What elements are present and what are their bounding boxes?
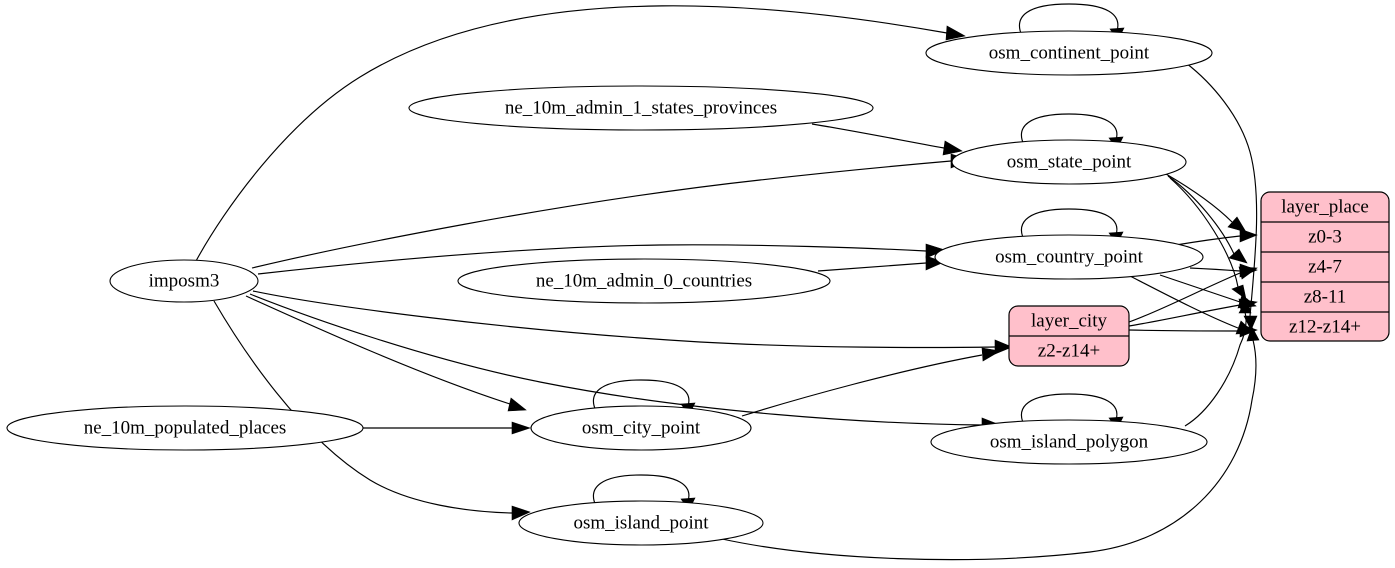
- node-label-osm_country_point: osm_country_point: [995, 246, 1143, 267]
- node-label-ne_10m_populated_places: ne_10m_populated_places: [84, 417, 287, 438]
- record-node-layer_place[interactable]: layer_place z0-3 z4-7 z8-11 z12-z14+: [1260, 191, 1390, 342]
- node-shape-ne_10m_admin_1_states_provinces[interactable]: [408, 85, 874, 131]
- edge-osm_country_point-to-layer_place-z8: [1159, 274, 1241, 303]
- node-label-osm_island_polygon: osm_island_polygon: [990, 431, 1149, 452]
- arrowhead-osm_city_point-layer_city: [981, 347, 1001, 362]
- node-osm_continent_point[interactable]: osm_continent_point: [925, 30, 1213, 76]
- node-osm_country_point[interactable]: osm_country_point: [934, 234, 1204, 280]
- edge-selfloop-osm_island_point: [592, 474, 690, 507]
- node-label-osm_city_point: osm_city_point: [582, 417, 701, 438]
- edge-layer_city-to-layer_place-z8: [1128, 304, 1241, 327]
- edge-osm_continent_point-to-layer_place-z12: [1185, 62, 1258, 317]
- edge-osm_country_point-to-layer_place-z4: [1189, 267, 1241, 272]
- edge-imposm3-to-osm_country_point: [257, 244, 927, 275]
- node-label-ne_10m_admin_1_states_provinces: ne_10m_admin_1_states_provinces: [505, 97, 777, 118]
- record-row-layer_place-header: layer_place: [1281, 196, 1369, 217]
- record-node-layer_city[interactable]: layer_city z2-z14+: [1008, 305, 1130, 367]
- arrowhead-ne_populated-osm_city_point: [511, 421, 531, 435]
- node-label-osm_continent_point: osm_continent_point: [989, 42, 1150, 63]
- edge-selfloop-osm_continent_point: [1018, 3, 1119, 37]
- node-osm_island_polygon[interactable]: osm_island_polygon: [930, 419, 1208, 465]
- edge-osm_country_point-to-layer_place-z12: [1129, 275, 1239, 329]
- arrowhead-imposm3-osm_continent_point: [945, 25, 966, 41]
- arrowhead-osm_island_point-layer_place-z12: [1246, 326, 1260, 342]
- edge-ne_admin1-to-osm_state_point: [811, 123, 945, 149]
- edge-osm_island_point-to-layer_place-z12: [721, 339, 1257, 561]
- node-layer: imposm3 ne_10m_admin_1_states_provinces …: [6, 30, 1390, 546]
- edge-imposm3-to-layer_city: [252, 290, 996, 349]
- arrowhead-layer_city-layer_place-z4: [1238, 266, 1258, 280]
- node-osm_island_point[interactable]: osm_island_point: [518, 500, 764, 546]
- node-shape-osm_island_polygon[interactable]: [930, 419, 1208, 465]
- node-shape-osm_country_point[interactable]: [934, 234, 1204, 280]
- node-imposm3[interactable]: imposm3: [109, 259, 259, 303]
- edge-layer_city-to-layer_place-z12: [1128, 329, 1241, 332]
- node-ne_10m_admin_1_states_provinces[interactable]: ne_10m_admin_1_states_provinces: [408, 85, 874, 131]
- node-shape-ne_10m_populated_places[interactable]: [6, 405, 364, 451]
- arrowhead-imposm3-layer_city: [994, 339, 1013, 355]
- edge-osm_island_polygon-to-layer_place-z8: [1184, 311, 1247, 427]
- node-shape-osm_city_point[interactable]: [530, 405, 752, 451]
- edge-selfloop-osm_island_polygon: [1020, 393, 1118, 426]
- edge-imposm3-to-osm_continent_point: [195, 5, 948, 262]
- record-row-layer_city-header: layer_city: [1031, 310, 1107, 331]
- edge-osm_state_point-to-layer_place-z4: [1167, 175, 1235, 255]
- edge-imposm3-to-osm_city_point: [245, 295, 511, 405]
- node-label-osm_island_point: osm_island_point: [573, 512, 709, 533]
- record-shape-layer_place[interactable]: [1260, 191, 1390, 342]
- record-row-layer_city-z2-z14plus[interactable]: z2-z14+: [1038, 340, 1100, 361]
- node-ne_10m_populated_places[interactable]: ne_10m_populated_places: [6, 405, 364, 451]
- edge-ne_admin0-to-osm_country_point: [817, 262, 927, 272]
- arrowhead-ne_admin1-osm_state_point: [942, 140, 963, 156]
- edge-selfloop-osm_state_point: [1020, 113, 1118, 146]
- arrowhead-osm_island_polygon-layer_place-z8: [1238, 298, 1252, 314]
- arrowhead-osm_country_point-layer_place-z0: [1239, 228, 1258, 243]
- node-shape-ne_10m_admin_0_countries[interactable]: [457, 258, 831, 304]
- node-shape-osm_state_point[interactable]: [951, 139, 1187, 185]
- record-row-layer_place-z12-z14plus[interactable]: z12-z14+: [1289, 316, 1361, 337]
- record-row-layer_place-z0-3[interactable]: z0-3: [1308, 226, 1342, 247]
- edge-imposm3-to-osm_island_point: [213, 300, 513, 514]
- edge-selfloop-osm_country_point: [1020, 208, 1118, 241]
- node-shape-imposm3[interactable]: [109, 259, 259, 303]
- edge-osm_city_point-to-layer_city: [741, 354, 983, 417]
- node-label-imposm3: imposm3: [149, 270, 220, 291]
- node-shape-osm_island_point[interactable]: [518, 500, 764, 546]
- edge-imposm3-to-osm_state_point: [251, 160, 952, 269]
- edge-osm_state_point-to-layer_place-z0: [1165, 173, 1233, 223]
- record-row-layer_place-z4-7[interactable]: z4-7: [1308, 256, 1342, 277]
- edge-imposm3-to-osm_island_polygon: [249, 293, 984, 426]
- node-shape-osm_continent_point[interactable]: [925, 30, 1213, 76]
- node-ne_10m_admin_0_countries[interactable]: ne_10m_admin_0_countries: [457, 258, 831, 304]
- node-osm_city_point[interactable]: osm_city_point: [530, 405, 752, 451]
- arrowhead-osm_state_point-layer_place-z4: [1228, 248, 1248, 264]
- node-label-osm_state_point: osm_state_point: [1007, 151, 1132, 172]
- arrowhead-imposm3-osm_city_point: [507, 397, 527, 412]
- edge-osm_country_point-to-layer_place-z0: [1175, 235, 1241, 246]
- arrowhead-osm_continent_point-layer_place-z12: [1243, 315, 1258, 331]
- edge-selfloop-osm_city_point: [592, 379, 690, 412]
- node-label-ne_10m_admin_0_countries: ne_10m_admin_0_countries: [536, 270, 752, 291]
- node-osm_state_point[interactable]: osm_state_point: [951, 139, 1187, 185]
- record-row-layer_place-z8-11[interactable]: z8-11: [1304, 286, 1347, 307]
- edge-layer_city-to-layer_place-z4: [1128, 272, 1241, 323]
- arrowhead-imposm3-osm_island_point: [511, 505, 531, 521]
- arrowhead-osm_state_point-layer_place-z0: [1227, 216, 1247, 233]
